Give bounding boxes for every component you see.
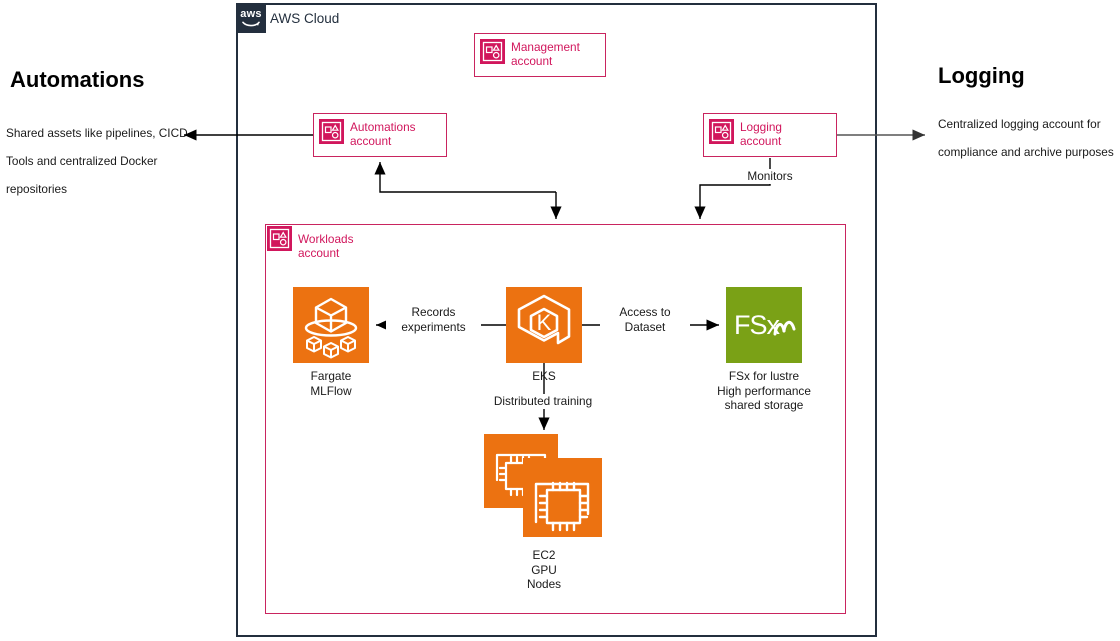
edge-label-records-experiments: Records experiments [386,305,481,334]
aws-account-icon [709,119,734,144]
aws-account-icon [480,39,505,64]
aws-account-icon [267,226,292,251]
aws-logo-icon: aws [236,3,266,33]
aws-cloud-label: AWS Cloud [270,11,340,26]
aws-account-icon [319,119,344,144]
ec2-gpu-nodes-label: EC2 GPU Nodes [526,548,562,591]
logging-account-box[interactable]: Logging account [703,113,837,157]
automations-panel-paragraph: Shared assets like pipelines, CICD Tools… [6,126,188,196]
svg-text:K: K [537,310,552,335]
svg-text:FSx: FSx [734,310,781,340]
aws-eks-icon[interactable]: K [506,287,582,363]
workloads-account-label: Workloads account [298,232,354,261]
management-account-box[interactable]: Management account [474,33,606,77]
edge-label-access-to-dataset: Access to Dataset [600,305,690,334]
eks-label: EKS [532,369,556,383]
aws-cloud-group [236,3,877,637]
aws-fargate-icon[interactable] [293,287,369,363]
edge-label-monitors: Monitors [736,169,804,184]
management-account-label: Management account [511,40,580,69]
aws-logo-text: aws [240,7,262,20]
logging-panel-heading: Logging [938,63,1025,88]
fsx-lustre-label: FSx for lustre High performance shared s… [717,369,811,412]
automations-panel-heading: Automations [10,67,145,92]
fargate-mlflow-label: Fargate MLFlow [310,369,352,398]
logging-panel-paragraph: Centralized logging account for complian… [938,117,1114,159]
aws-smile-icon [242,21,260,28]
edge-label-distributed-training: Distributed training [482,394,604,409]
automations-account-box[interactable]: Automations account [313,113,447,157]
aws-fsx-lustre-icon[interactable]: FSx [726,287,802,363]
aws-ec2-gpu-icon[interactable] [484,434,604,537]
logging-account-label: Logging account [740,120,782,149]
automations-account-label: Automations account [350,120,416,149]
